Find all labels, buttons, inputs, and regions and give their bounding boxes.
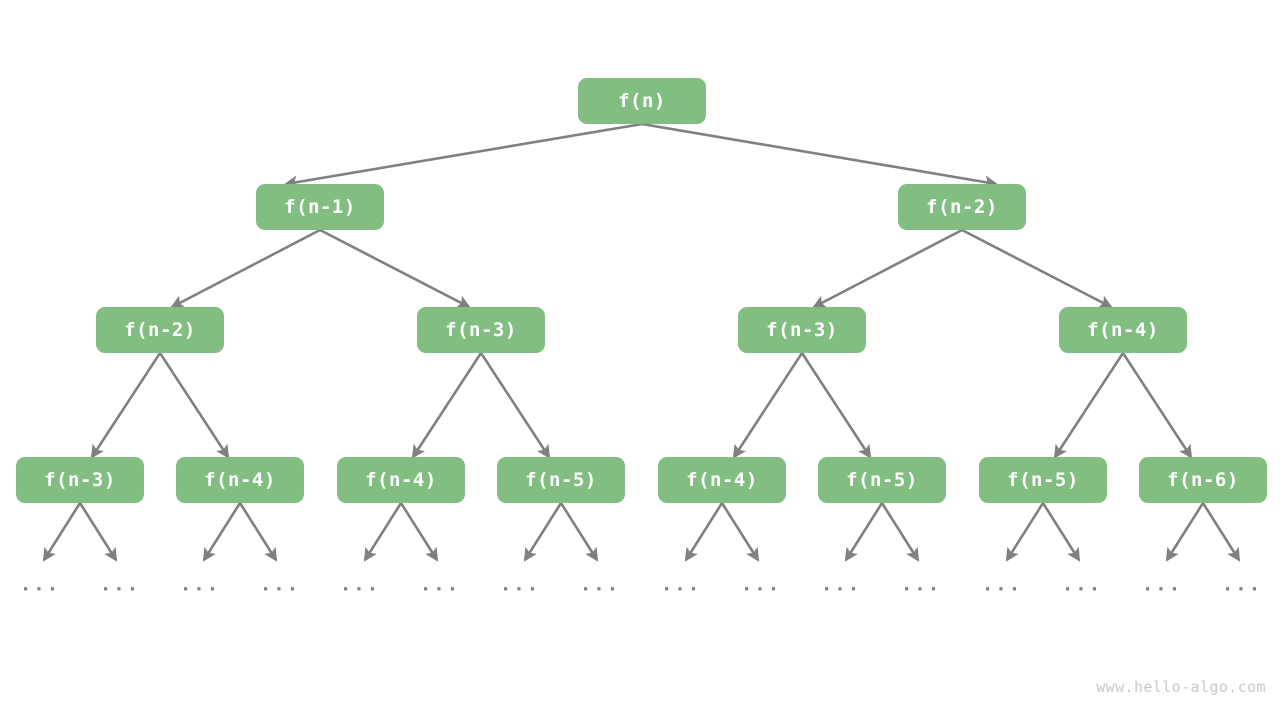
leaf-edge — [1041, 502, 1081, 562]
ellipsis-marker: ... — [1061, 573, 1103, 596]
tree-node: f(n-4) — [1059, 307, 1187, 353]
tree-node: f(n-5) — [979, 457, 1107, 503]
ellipsis-marker: ... — [900, 573, 942, 596]
leaf-edge — [78, 502, 118, 562]
ellipsis-marker: ... — [179, 573, 221, 596]
ellipsis-marker: ... — [259, 573, 301, 596]
ellipsis-marker: ... — [499, 573, 541, 596]
ellipsis-marker: ... — [1221, 573, 1263, 596]
ellipsis-marker: ... — [99, 573, 141, 596]
tree-node: f(n-5) — [497, 457, 625, 503]
tree-node: f(n-4) — [337, 457, 465, 503]
leaf-edge — [1165, 502, 1205, 562]
tree-edge — [1053, 352, 1125, 459]
tree-edge — [961, 228, 1113, 309]
tree-edge — [479, 352, 551, 459]
tree-edge — [411, 352, 483, 459]
tree-edge — [319, 228, 471, 309]
ellipsis-marker: ... — [19, 573, 61, 596]
tree-edge — [158, 352, 230, 459]
tree-node: f(n-4) — [658, 457, 786, 503]
leaf-edge — [523, 502, 563, 562]
tree-node: f(n-3) — [16, 457, 144, 503]
leaf-edge-group — [42, 502, 1241, 562]
tree-edge — [812, 228, 963, 309]
leaf-edge — [399, 502, 439, 562]
tree-edge — [800, 352, 872, 459]
tree-node: f(n-5) — [818, 457, 946, 503]
ellipsis-marker: ... — [981, 573, 1023, 596]
leaf-edge — [1201, 502, 1241, 562]
tree-edge — [1121, 352, 1193, 459]
leaf-edge — [880, 502, 920, 562]
leaf-edge — [1005, 502, 1045, 562]
tree-node: f(n-4) — [176, 457, 304, 503]
tree-edge-group — [90, 122, 1193, 459]
ellipsis-marker: ... — [1141, 573, 1183, 596]
watermark: www.hello-algo.com — [1096, 678, 1266, 696]
ellipsis-marker: ... — [660, 573, 702, 596]
tree-node: f(n-2) — [898, 184, 1026, 230]
tree-node: f(n-6) — [1139, 457, 1267, 503]
tree-edge — [170, 228, 321, 309]
tree-edge — [732, 352, 804, 459]
leaf-edge — [720, 502, 760, 562]
ellipsis-marker: ... — [740, 573, 782, 596]
tree-node: f(n-2) — [96, 307, 224, 353]
tree-edge — [283, 122, 643, 189]
tree-node: f(n) — [578, 78, 706, 124]
leaf-edge — [363, 502, 403, 562]
leaf-edge — [684, 502, 724, 562]
ellipsis-marker: ... — [820, 573, 862, 596]
tree-node: f(n-1) — [256, 184, 384, 230]
leaf-edge — [238, 502, 278, 562]
leaf-edge — [844, 502, 884, 562]
tree-edge — [90, 352, 162, 459]
ellipsis-marker: ... — [419, 573, 461, 596]
tree-edge — [641, 122, 999, 189]
tree-node: f(n-3) — [738, 307, 866, 353]
leaf-edge — [202, 502, 242, 562]
leaf-edge — [559, 502, 599, 562]
leaf-edge — [42, 502, 82, 562]
ellipsis-marker: ... — [579, 573, 621, 596]
ellipsis-marker: ... — [339, 573, 381, 596]
tree-node: f(n-3) — [417, 307, 545, 353]
